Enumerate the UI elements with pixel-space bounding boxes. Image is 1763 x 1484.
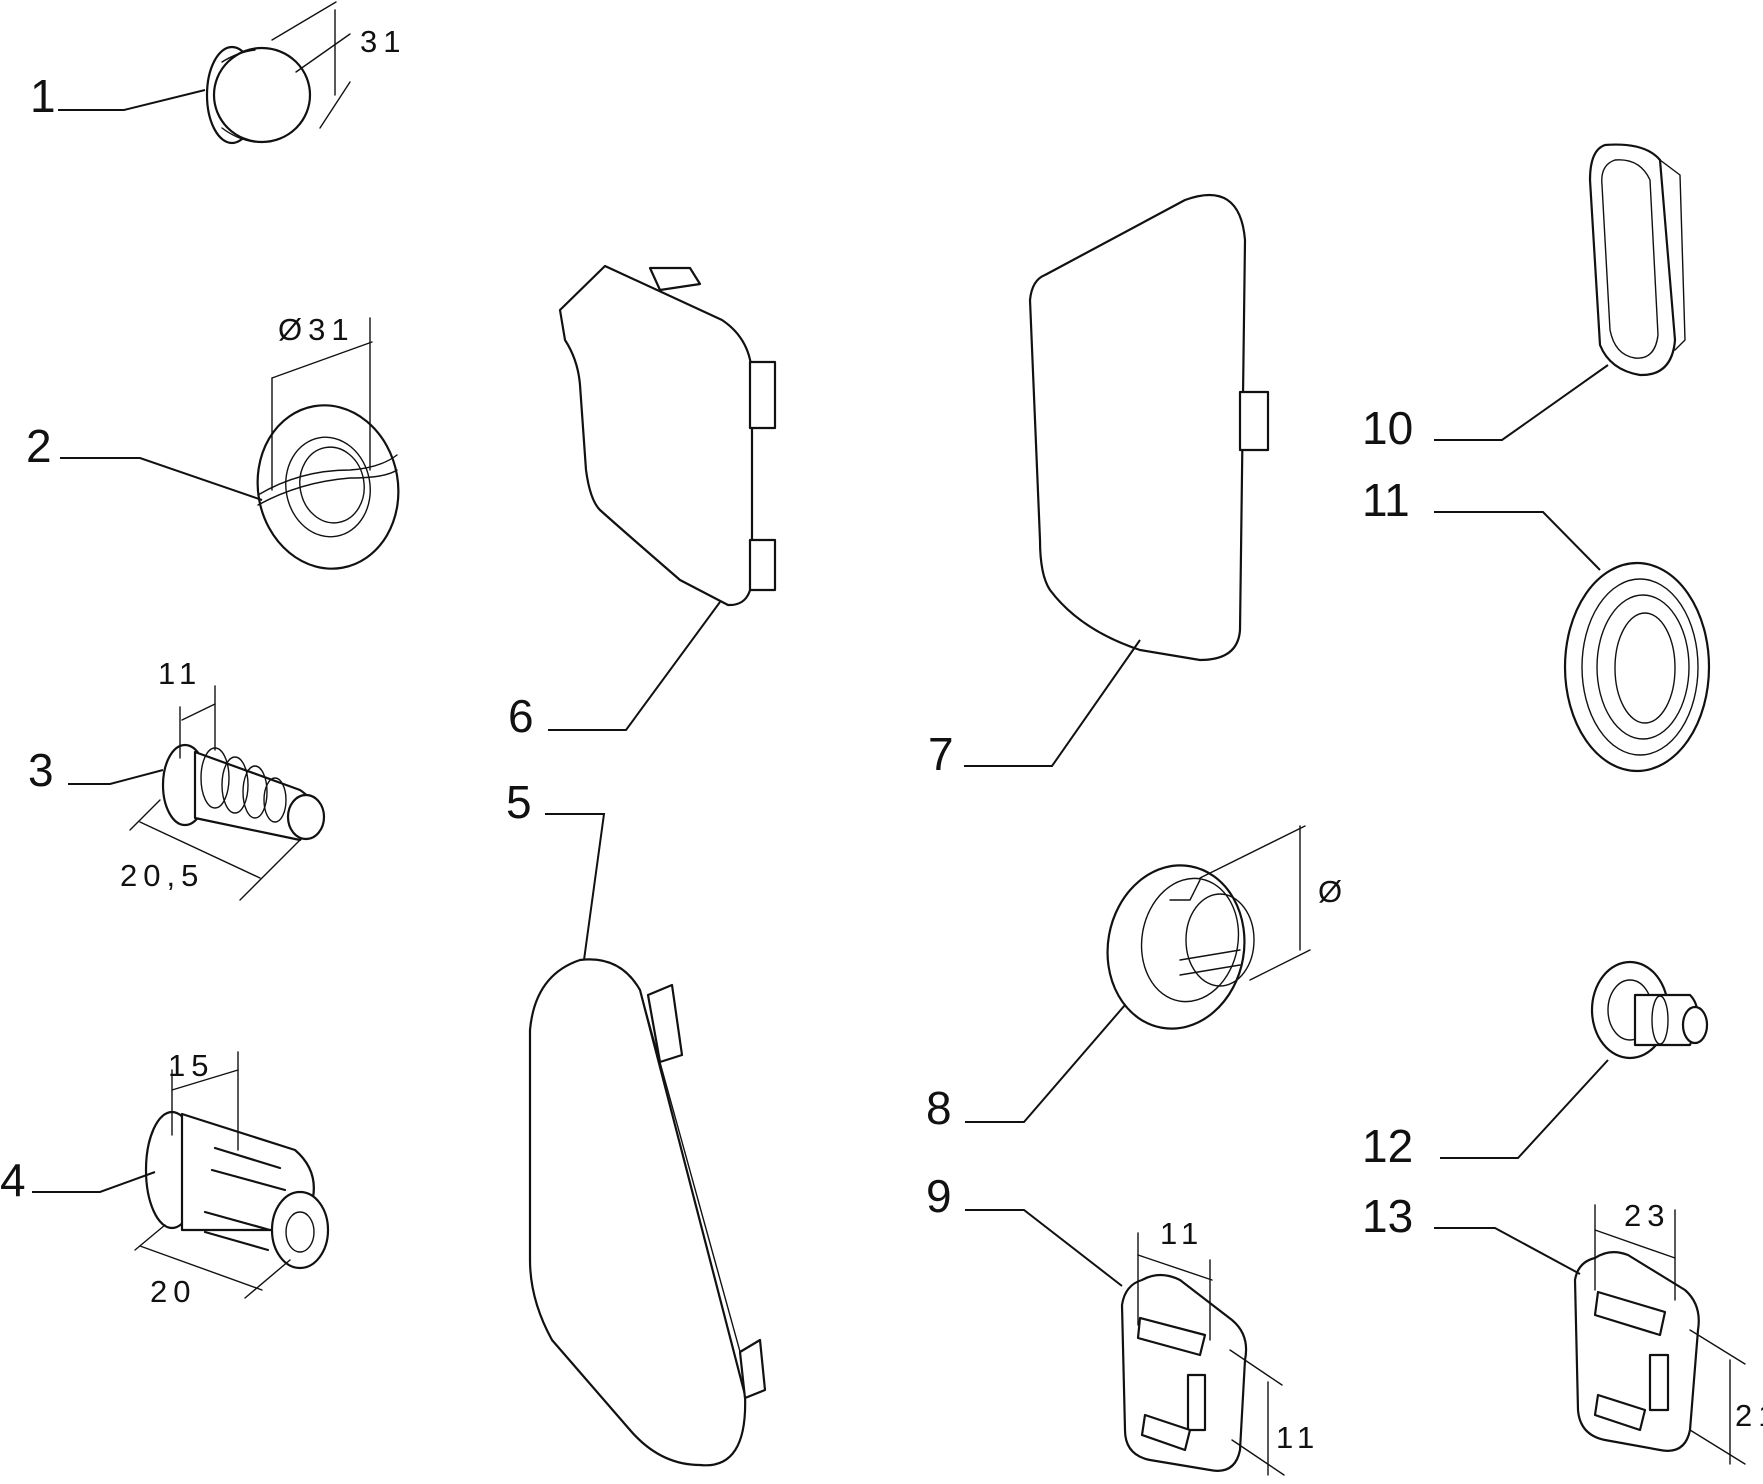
part-5-triangular-cover <box>528 958 767 1467</box>
part-8-dim-0: Ø <box>1318 874 1348 909</box>
callout-5: 5 <box>506 776 532 828</box>
part-11-oval-grommet <box>1563 561 1711 773</box>
part-9-dim-1: 11 <box>1276 1420 1320 1455</box>
callout-2: 2 <box>26 420 52 472</box>
part-9-dim-0: 11 <box>1160 1216 1204 1251</box>
part-3-dim-1: 20,5 <box>120 858 204 893</box>
callout-9: 9 <box>926 1170 952 1222</box>
part-12-push-button <box>1590 960 1709 1060</box>
part-4-bushing: 15 20 <box>134 1048 330 1309</box>
callout-1: 1 <box>30 70 56 122</box>
part-3-dim-0: 11 <box>158 656 202 691</box>
part-2-dim-0: Ø31 <box>278 312 355 347</box>
callout-10: 10 <box>1362 402 1413 454</box>
part-7-cover <box>1028 193 1270 662</box>
part-1-dim-0: 31 <box>360 24 406 59</box>
callout-3: 3 <box>28 744 54 796</box>
callout-8: 8 <box>926 1082 952 1134</box>
callout-6: 6 <box>508 690 534 742</box>
part-4-dim-0: 15 <box>168 1048 214 1083</box>
part-10-oval-cap <box>1588 143 1686 377</box>
part-6-cover <box>558 264 777 607</box>
part-8-grommet: Ø <box>1106 825 1348 1030</box>
part-9-clip: 11 11 <box>1120 1216 1320 1476</box>
part-3-ribbed-pin: 11 20,5 <box>120 656 326 901</box>
callout-12: 12 <box>1362 1120 1413 1172</box>
callout-13: 13 <box>1362 1190 1413 1242</box>
callout-11: 11 <box>1362 474 1410 526</box>
part-13-clip: 23 21 <box>1573 1198 1763 1465</box>
part-13-dim-0: 23 <box>1624 1198 1670 1233</box>
callout-4: 4 <box>0 1154 26 1206</box>
callout-7: 7 <box>928 728 954 780</box>
part-4-dim-1: 20 <box>150 1274 196 1309</box>
part-1-round-plug: 31 <box>205 1 406 145</box>
part-2-grommet: Ø31 <box>256 312 400 570</box>
part-13-dim-1: 21 <box>1735 1398 1763 1433</box>
